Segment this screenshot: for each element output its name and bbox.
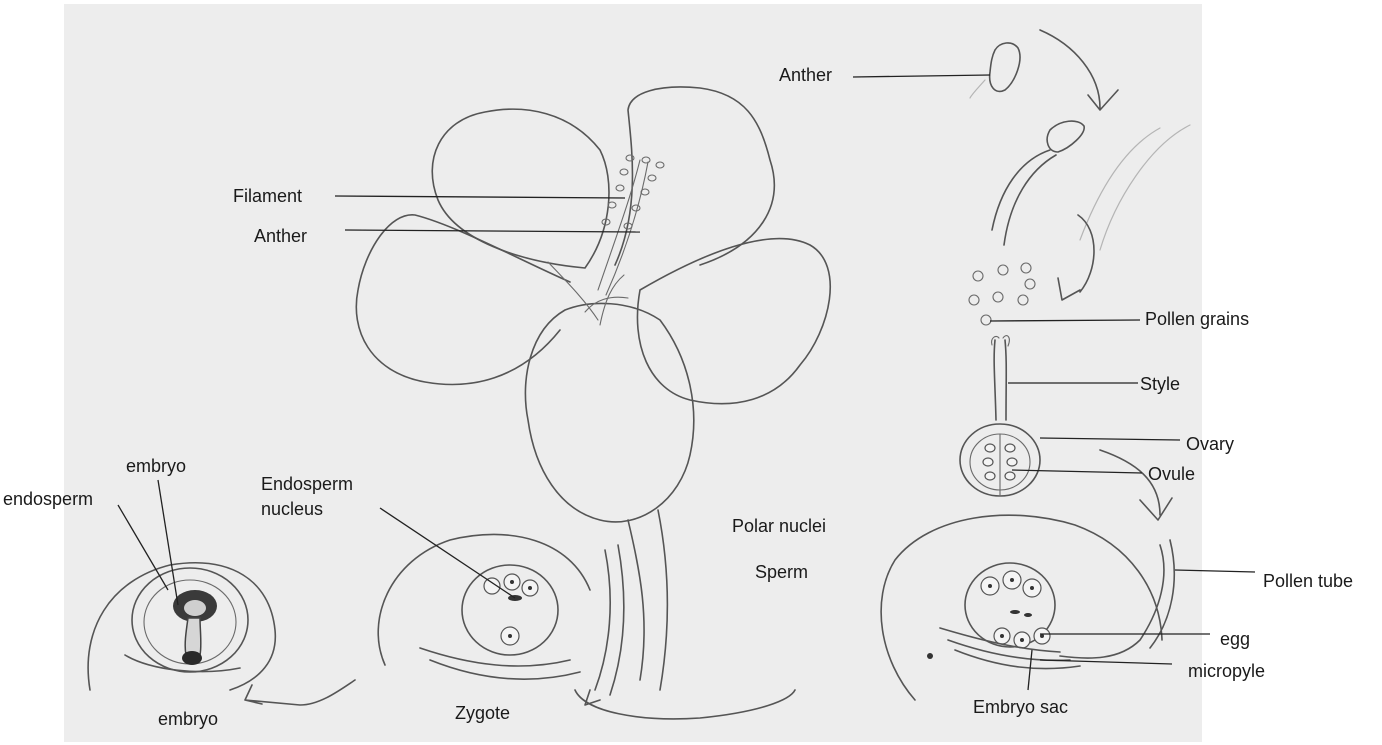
pollen-tube-drawing <box>1059 539 1176 659</box>
label-pollen-grains: Pollen grains <box>1145 309 1250 329</box>
anther-cluster <box>601 154 665 230</box>
label-endosperm: endosperm <box>3 489 94 509</box>
label-filament: Filament <box>233 186 303 206</box>
anther-diagram <box>959 29 1191 521</box>
label-pollen-tube: Pollen tube <box>1263 571 1354 591</box>
petal-upper-left <box>431 108 610 269</box>
flower-center-leaves <box>547 261 629 326</box>
label-embryo-bottom: embryo <box>158 709 219 729</box>
label-anther-top: Anther <box>779 65 833 85</box>
leader-pollen-grains <box>989 319 1141 322</box>
leader-embryo-top <box>157 479 179 606</box>
leader-ovule <box>1011 469 1143 474</box>
ovule-embryo-sac <box>880 514 1176 701</box>
curved-arrow-1 <box>1039 29 1119 111</box>
petal-right <box>636 237 831 405</box>
label-zygote: Zygote <box>455 703 511 723</box>
leader-micropyle <box>1039 659 1173 665</box>
zygote-ovule <box>377 533 796 720</box>
flower-stalk <box>627 509 669 691</box>
label-polar-nuclei: Polar nuclei <box>732 516 827 536</box>
leader-embryo-sac <box>1027 649 1033 691</box>
pollen-grains-drawing <box>968 262 1036 326</box>
staminal-column <box>597 159 649 296</box>
label-ovary: Ovary <box>1186 434 1235 454</box>
paper-background <box>64 4 1202 742</box>
anther-dehiscing <box>1046 120 1085 153</box>
label-egg: egg <box>1220 629 1251 649</box>
pistil-drawing <box>959 335 1041 497</box>
label-endosperm-nucleus-line1: Endosperm <box>261 474 354 494</box>
hibiscus-flower <box>355 86 831 691</box>
leader-pollen-tube <box>1174 569 1256 573</box>
leader-lines <box>117 74 1256 691</box>
anther-top-shape <box>988 42 1021 93</box>
label-ovule: Ovule <box>1148 464 1196 484</box>
label-embryo-sac: Embryo sac <box>973 697 1069 717</box>
leader-anther-top <box>852 74 991 78</box>
label-endosperm-nucleus-line2: nucleus <box>261 499 324 519</box>
leader-endosperm <box>117 504 169 591</box>
leader-endosperm-nucleus <box>379 507 516 599</box>
petal-upper-right <box>614 86 775 266</box>
curved-arrow-2 <box>1057 214 1095 301</box>
label-embryo-top: embryo <box>126 456 187 476</box>
embryo-ovule <box>87 562 356 706</box>
leader-ovary <box>1039 437 1181 441</box>
label-micropyle: micropyle <box>1188 661 1266 681</box>
petal-left <box>355 214 571 386</box>
leader-filament <box>334 195 626 199</box>
petal-bottom <box>524 302 695 523</box>
label-style: Style <box>1140 374 1181 394</box>
leader-anther-flower <box>344 229 641 233</box>
label-sperm: Sperm <box>755 562 809 582</box>
label-anther-flower: Anther <box>254 226 308 246</box>
curved-arrow-3 <box>1099 449 1173 521</box>
